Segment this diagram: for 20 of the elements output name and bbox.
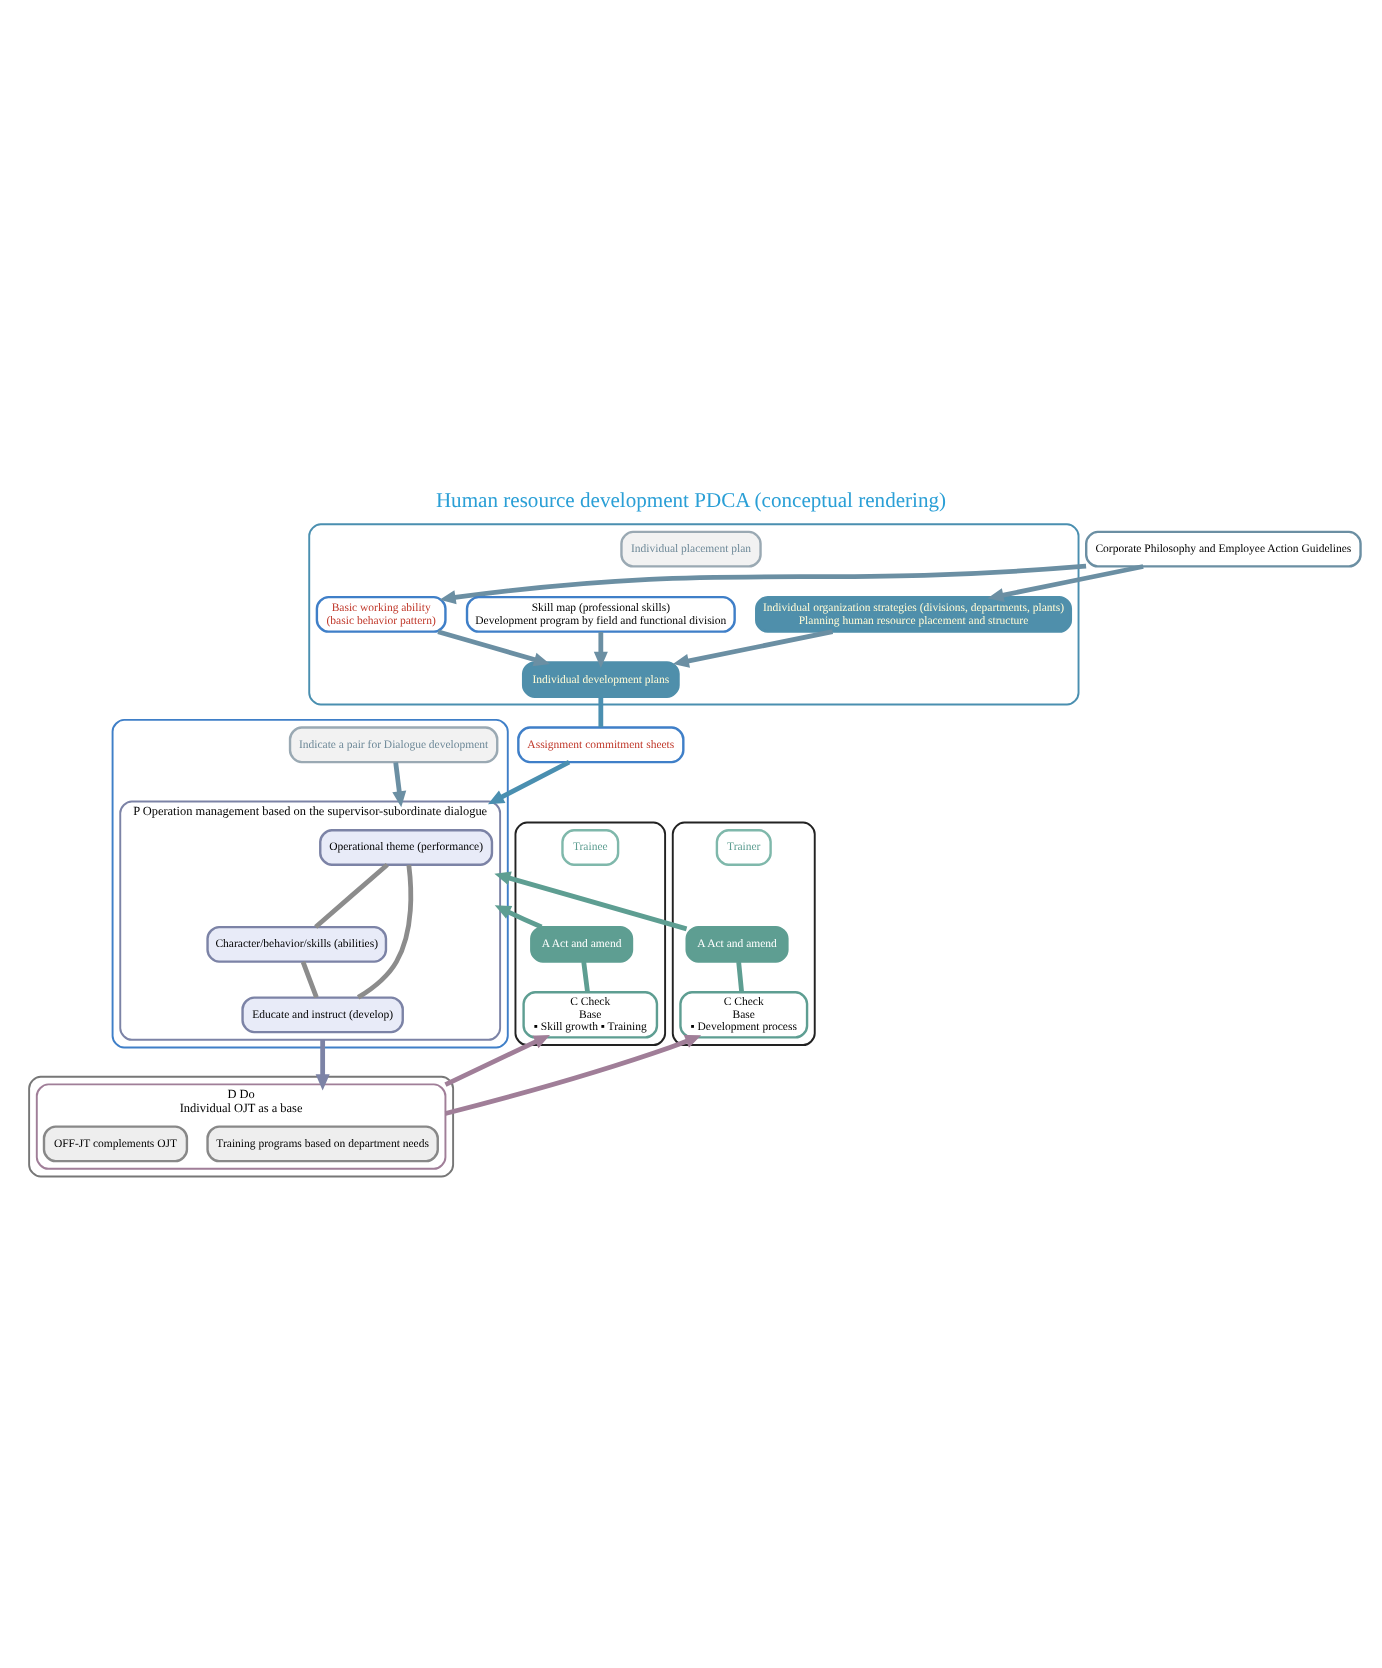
- connector: [598, 696, 604, 727]
- arrow: [315, 1038, 330, 1090]
- connector: [300, 960, 319, 998]
- diagram-title: Human resource development PDCA (conceptual rendering): [435, 489, 947, 512]
- arrow: [437, 628, 550, 666]
- arrow: [494, 870, 688, 931]
- arrow: [593, 630, 608, 667]
- arrow: [444, 1033, 702, 1115]
- arrow: [487, 759, 571, 804]
- arrow: [439, 562, 1087, 604]
- connector: [356, 863, 414, 999]
- connector: [736, 960, 745, 992]
- arrow: [987, 563, 1144, 601]
- connector: [314, 861, 389, 928]
- arrow: [494, 904, 543, 929]
- arrow: [444, 1033, 550, 1086]
- arrow: [392, 761, 407, 807]
- connector: [581, 960, 590, 992]
- cluster: [308, 522, 1080, 705]
- arrow: [672, 628, 834, 667]
